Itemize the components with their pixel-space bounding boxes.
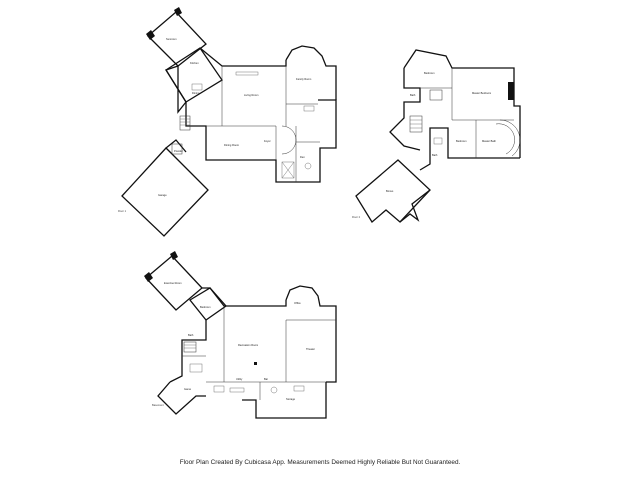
room-label: Bonus [386,189,394,193]
room-label: Sunroom [166,37,177,41]
room-label: Bath [188,333,194,337]
room-label: Bedroom [200,305,211,309]
floor-label: Floor 2 [352,215,361,219]
room-label: Living Room [244,93,258,97]
room-label: Utility [236,377,243,381]
room-label: Exercise Room [164,281,182,285]
room-label: Foyer [264,139,271,143]
floor-label: Floor 1 [118,209,127,213]
room-label: Master Bedroom [472,91,491,95]
basement-plan: Exercise Room Bedroom Recreation Room Of… [144,251,337,419]
room-label: Recreation Room [238,343,258,347]
disclaimer-caption: Floor Plan Created By Cubicasa App. Meas… [179,459,461,466]
room-label: Bath [432,153,438,157]
room-label: Kitchen [190,61,199,65]
room-label: Den [300,155,305,159]
floor-1-plan: Sunroom Kitchen Dining Living Room Famil… [118,7,337,237]
room-label: Master Bath [482,139,497,143]
room-label: Dining Room [224,143,239,147]
room-label: Dining [192,91,200,95]
room-label: Theater [306,347,315,351]
room-label: Office [294,301,301,305]
room-label: Bath [410,93,416,97]
floor-2-plan: Bedroom Bath Master Bedroom Master Bath … [352,49,521,223]
room-label: Powder [174,149,183,153]
room-label: Garage [158,193,167,197]
room-label: Game [184,387,192,391]
room-label: Bedroom [456,139,467,143]
floor-label: Basement [152,403,164,407]
room-label: Storage [286,397,296,401]
room-label: Bar [264,377,268,381]
room-label: Bedroom [424,71,435,75]
room-label: Family Room [296,77,311,81]
